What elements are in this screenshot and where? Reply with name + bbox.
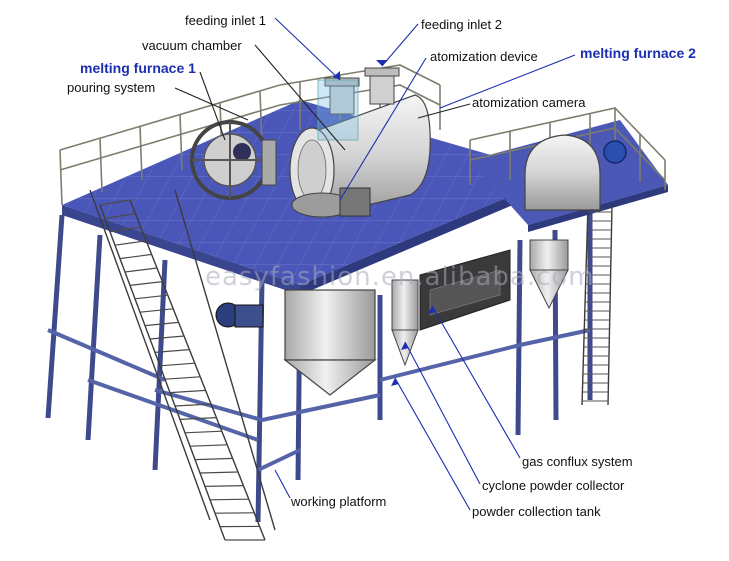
stair-tread xyxy=(140,309,173,312)
ladder-right xyxy=(582,205,612,405)
transparent-panel xyxy=(318,80,358,140)
cyclone-collector xyxy=(392,280,418,365)
stair-tread xyxy=(150,336,184,339)
stair-tread xyxy=(160,363,195,366)
label-feeding-inlet-2: feeding inlet 2 xyxy=(421,17,502,32)
label-melting-furnace-1: melting furnace 1 xyxy=(80,61,196,76)
feeding-inlet-2 xyxy=(365,68,399,104)
stair-tread xyxy=(195,458,233,459)
pump-motor xyxy=(216,303,263,327)
stair-tread xyxy=(115,241,146,245)
stair-tread xyxy=(190,445,227,446)
stair-tread xyxy=(120,254,152,258)
stair-tread xyxy=(185,431,222,433)
label-powder-collection-tank: powder collection tank xyxy=(472,504,601,519)
label-gas-conflux-system: gas conflux system xyxy=(522,454,633,469)
label-pouring-system: pouring system xyxy=(67,80,155,95)
stair-tread xyxy=(125,268,157,272)
stair-tread xyxy=(205,486,243,487)
label-working-platform: working platform xyxy=(291,494,386,509)
label-atomization-device: atomization device xyxy=(430,49,538,64)
stair-tread xyxy=(210,499,249,500)
stair-tread xyxy=(170,390,206,392)
stair-tread xyxy=(165,377,200,379)
label-cyclone-powder-collector: cyclone powder collector xyxy=(482,478,624,493)
watermark: easyfashion.en.alibaba.com xyxy=(205,262,595,292)
label-atomization-camera: atomization camera xyxy=(472,95,585,110)
stair-tread xyxy=(200,472,238,473)
stair-tread xyxy=(130,282,162,286)
label-feeding-inlet-1: feeding inlet 1 xyxy=(185,13,266,28)
label-melting-furnace-2: melting furnace 2 xyxy=(580,46,696,61)
label-vacuum-chamber: vacuum chamber xyxy=(142,38,242,53)
